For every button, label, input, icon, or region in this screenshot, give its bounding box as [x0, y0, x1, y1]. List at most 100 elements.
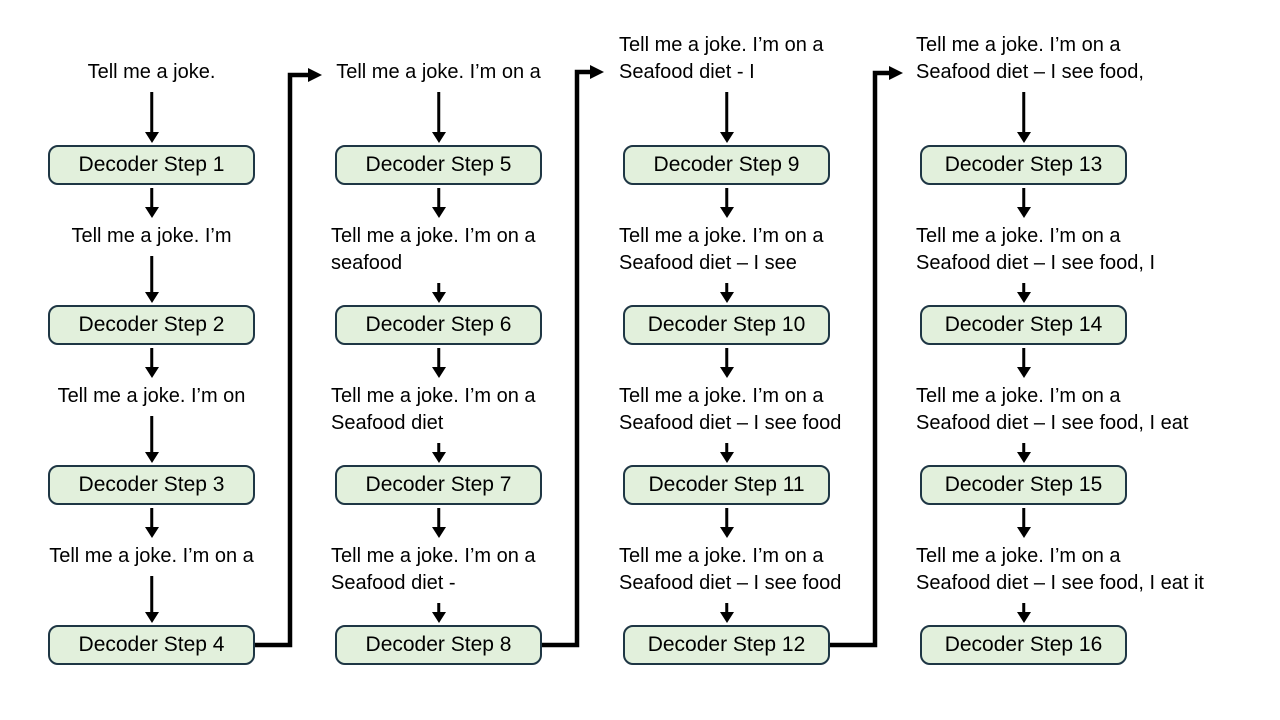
arrow-stem [1021, 508, 1026, 528]
decoder-step-box: Decoder Step 12 [623, 625, 830, 665]
generated-text-line: seafood [331, 252, 403, 274]
arrow-down-icon [144, 527, 159, 538]
arrow-down-icon [719, 527, 734, 538]
generated-text-line: Tell me a joke. I’m on a [331, 385, 536, 407]
generated-text-line: Seafood diet – I see food, I eat it [916, 572, 1204, 594]
generated-text: Tell me a joke. I’m on a Seafood diet – I… [619, 383, 939, 437]
arrow-stem [436, 603, 441, 613]
arrow-text-to-box [144, 576, 159, 623]
arrow-down-icon [1016, 207, 1031, 218]
arrow-stem [149, 256, 154, 293]
decoder-step-label: Decoder Step 10 [647, 313, 806, 336]
arrow-stem [149, 416, 154, 453]
decoder-step-label: Decoder Step 11 [648, 473, 805, 496]
generated-text-line: Tell me a joke. I’m on a [916, 545, 1121, 567]
decoder-step-box: Decoder Step 2 [48, 305, 255, 345]
arrow-box-to-text [431, 188, 446, 218]
arrow-stem [724, 283, 729, 293]
generated-text: Tell me a joke. I’m on a Seafood diet [331, 383, 651, 437]
decoder-step-label: Decoder Step 9 [653, 153, 800, 176]
decoder-step-box: Decoder Step 6 [335, 305, 542, 345]
generated-text-line: Seafood diet – I see food, I eat [916, 412, 1189, 434]
arrow-stem [1021, 443, 1026, 453]
generated-text-line: Seafood diet [331, 412, 444, 434]
arrow-text-to-box [144, 92, 159, 143]
arrow-down-icon [431, 527, 446, 538]
decoder-step-label: Decoder Step 1 [78, 153, 225, 176]
decoder-step-label: Decoder Step 15 [944, 473, 1103, 496]
arrow-box-to-text [144, 188, 159, 218]
arrow-box-to-text [719, 188, 734, 218]
decoder-step-box: Decoder Step 16 [920, 625, 1127, 665]
arrow-stem [436, 188, 441, 208]
arrow-text-to-box [719, 283, 734, 303]
generated-text-line: Seafood diet – I see food [619, 412, 842, 434]
decoder-step-label: Decoder Step 13 [944, 153, 1103, 176]
generated-text-line: Tell me a joke. I’m on a [916, 385, 1121, 407]
generated-text-line: Seafood diet – I see food [619, 572, 842, 594]
generated-text-line: Tell me a joke. I’m on a [336, 61, 541, 83]
connector-arrow-col1-to-col2 [253, 68, 322, 648]
arrow-down-icon [719, 132, 734, 143]
decoder-step-label: Decoder Step 16 [944, 633, 1103, 656]
arrow-box-to-text [1016, 348, 1031, 378]
arrow-down-icon [719, 292, 734, 303]
arrow-text-to-box [144, 256, 159, 303]
generated-text-line: Seafood diet – I see [619, 252, 797, 274]
decoder-step-label: Decoder Step 8 [365, 633, 512, 656]
arrow-stem [149, 188, 154, 208]
arrow-stem [724, 188, 729, 208]
arrow-stem [724, 508, 729, 528]
decoder-step-label: Decoder Step 12 [647, 633, 806, 656]
generated-text-line: Tell me a joke. I’m on a [916, 225, 1121, 247]
generated-text-line: Tell me a joke. I’m on a [619, 225, 824, 247]
arrow-down-icon [1016, 132, 1031, 143]
decoder-step-label: Decoder Step 7 [365, 473, 512, 496]
arrow-down-icon [144, 207, 159, 218]
arrow-down-icon [1016, 367, 1031, 378]
decoder-step-box: Decoder Step 3 [48, 465, 255, 505]
generated-text-line: Tell me a joke. I’m on a [916, 34, 1121, 56]
arrow-text-to-box [1016, 443, 1031, 463]
decoder-step-box: Decoder Step 15 [920, 465, 1127, 505]
arrow-box-to-text [1016, 188, 1031, 218]
arrow-down-icon [719, 207, 734, 218]
generated-text-line: Tell me a joke. I’m on a [619, 385, 824, 407]
decoder-step-label: Decoder Step 5 [365, 153, 512, 176]
arrow-stem [1021, 283, 1026, 293]
arrow-stem [436, 443, 441, 453]
arrow-stem [436, 92, 441, 133]
arrow-text-to-box [1016, 283, 1031, 303]
arrow-down-icon [144, 367, 159, 378]
generated-text-line: Tell me a joke. I’m on [57, 385, 246, 407]
arrow-stem [149, 508, 154, 528]
arrow-box-to-text [144, 508, 159, 538]
decoder-step-box: Decoder Step 9 [623, 145, 830, 185]
arrow-text-to-box [719, 603, 734, 623]
arrow-down-icon [144, 452, 159, 463]
decoder-step-label: Decoder Step 3 [78, 473, 225, 496]
generated-text: Tell me a joke. I’m on a [0, 543, 312, 570]
arrow-stem [149, 348, 154, 368]
arrow-text-to-box [719, 92, 734, 143]
arrow-text-to-box [1016, 603, 1031, 623]
connector-arrow-col3-to-col4 [828, 66, 903, 648]
decoder-step-box: Decoder Step 8 [335, 625, 542, 665]
generated-text: Tell me a joke. [0, 59, 312, 86]
generated-text: Tell me a joke. I’m on a [279, 59, 599, 86]
decoder-step-box: Decoder Step 4 [48, 625, 255, 665]
generated-text-line: Tell me a joke. I’m on a [619, 34, 824, 56]
generated-text-line: Seafood diet - [331, 572, 456, 594]
generated-text: Tell me a joke. I’m on [0, 383, 312, 410]
arrow-stem [1021, 603, 1026, 613]
generated-text-line: Tell me a joke. I’m on a [619, 545, 824, 567]
arrow-down-icon [431, 292, 446, 303]
arrow-down-icon [431, 207, 446, 218]
generated-text-line: Tell me a joke. I’m on a [331, 545, 536, 567]
connector-arrowhead-icon [590, 65, 604, 79]
decoder-step-box: Decoder Step 5 [335, 145, 542, 185]
arrow-text-to-box [431, 603, 446, 623]
